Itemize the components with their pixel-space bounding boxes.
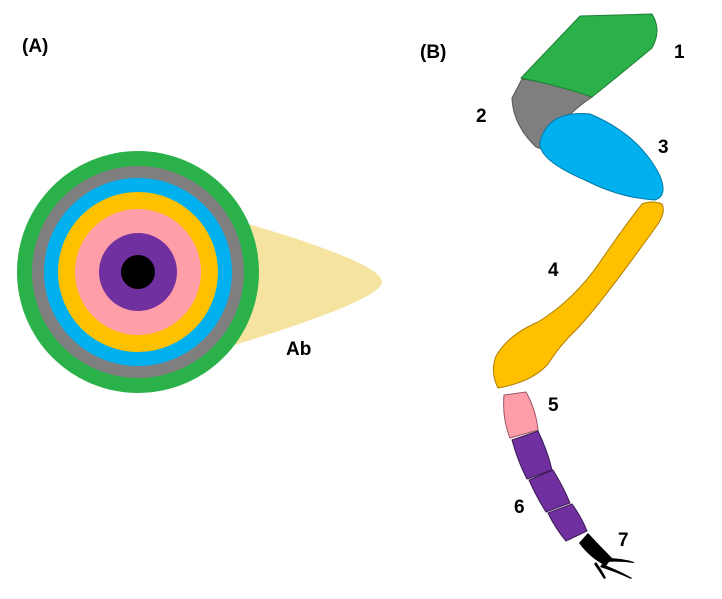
panel-a: (A) Ab — [17, 36, 382, 393]
tarsomere-2 — [528, 469, 571, 513]
ring-7-black — [121, 255, 155, 289]
segment-4-yellow — [492, 201, 664, 389]
segment-label-3: 3 — [658, 137, 669, 158]
tarsomere-3 — [547, 503, 588, 542]
segment-5-pink — [503, 391, 539, 439]
appendage-label: Ab — [286, 339, 311, 360]
claw-upper — [605, 558, 634, 563]
panel-a-label: (A) — [22, 36, 48, 57]
segment-label-2: 2 — [476, 106, 487, 127]
segment-6-tarsus — [511, 430, 588, 542]
segment-label-5: 5 — [548, 395, 559, 416]
panel-b-label: (B) — [420, 42, 446, 63]
segment-label-7: 7 — [618, 530, 629, 551]
pretarsus — [579, 533, 612, 566]
appendage-cone — [228, 218, 382, 347]
claw-lower — [600, 564, 632, 579]
segment-3-blue — [539, 113, 664, 201]
segment-1-green — [520, 13, 658, 98]
panel-b: (B) 1 2 3 4 5 6 7 — [420, 13, 685, 579]
claw-small — [594, 562, 606, 579]
segment-label-4: 4 — [548, 260, 559, 281]
segment-label-1: 1 — [674, 42, 685, 63]
tarsomere-1 — [511, 430, 553, 480]
segment-7-claw — [579, 533, 634, 579]
segment-label-6: 6 — [514, 497, 525, 518]
